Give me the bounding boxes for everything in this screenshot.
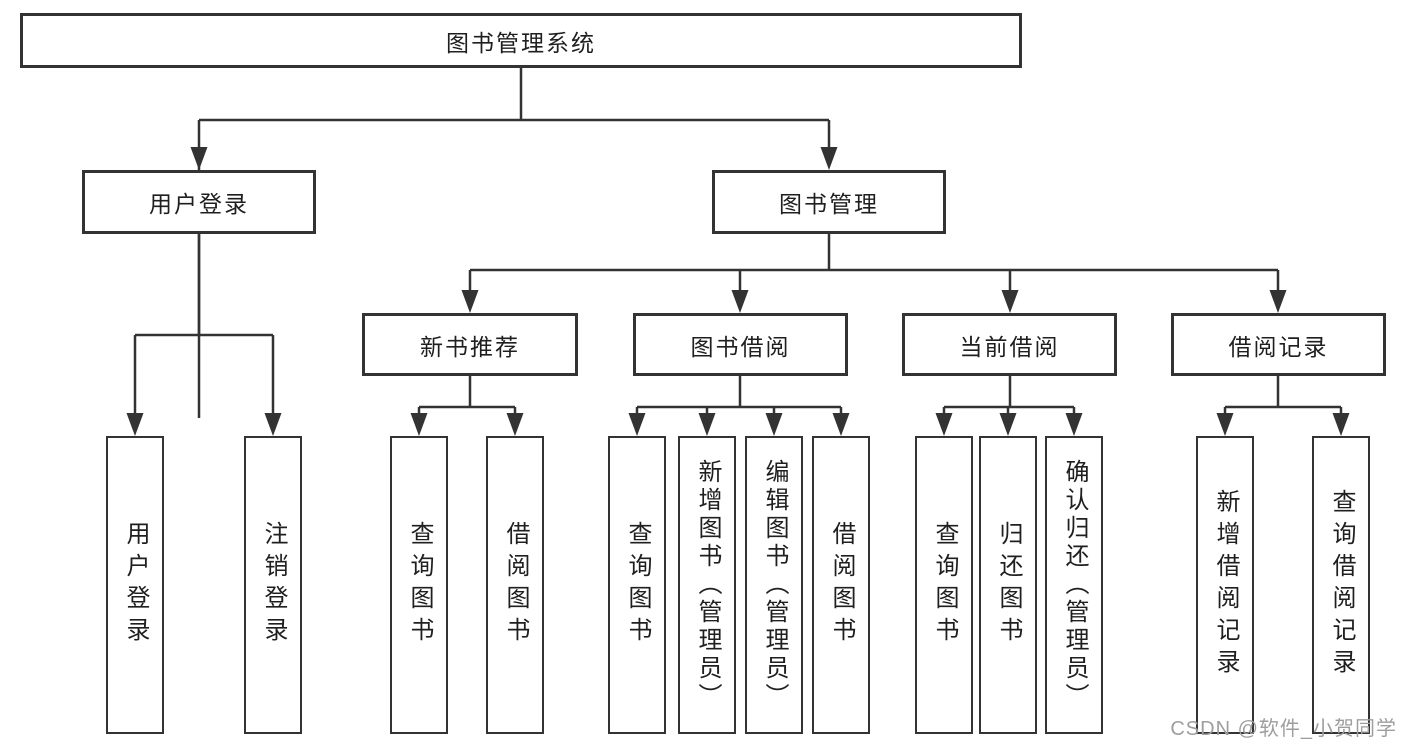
leaf-return-book: 归还图书 (979, 436, 1037, 734)
leaf-query-book-borrow: 查询图书 (608, 436, 666, 734)
connector-bookmgmt-to-level3 (461, 234, 1287, 313)
leaf-confirm-return-admin: 确认归还（管理员） (1045, 436, 1103, 734)
leaf-logout: 注销登录 (244, 436, 302, 734)
connector-bookborrow-to-leaves (628, 376, 850, 436)
connector-currentborrow-to-leaves (935, 376, 1083, 436)
leaf-borrow-book-recommend: 借阅图书 (486, 436, 544, 734)
leaf-query-book-recommend: 查询图书 (390, 436, 448, 734)
connector-borrowrecord-to-leaves (1216, 376, 1350, 436)
node-user-login: 用户登录 (82, 170, 316, 234)
leaf-user-login: 用户登录 (106, 436, 164, 734)
leaf-edit-book-admin: 编辑图书（管理员） (745, 436, 803, 734)
connector-newbook-to-leaves (410, 376, 524, 436)
leaf-add-borrow-record: 新增借阅记录 (1196, 436, 1254, 734)
node-borrow-record: 借阅记录 (1171, 313, 1386, 376)
connector-userlogin-to-leaves (126, 234, 282, 436)
node-root: 图书管理系统 (20, 13, 1022, 68)
connector-root-to-level2 (190, 68, 838, 418)
node-current-borrow: 当前借阅 (902, 313, 1117, 376)
csdn-watermark: CSDN @软件_小贺同学 (1170, 718, 1397, 740)
node-book-borrow: 图书借阅 (633, 313, 848, 376)
leaf-query-borrow-record: 查询借阅记录 (1312, 436, 1370, 734)
leaf-query-book-current: 查询图书 (915, 436, 973, 734)
leaf-borrow-book: 借阅图书 (812, 436, 870, 734)
leaf-add-book-admin: 新增图书（管理员） (678, 436, 736, 734)
node-book-management: 图书管理 (712, 170, 946, 234)
node-new-book-recommend: 新书推荐 (362, 313, 578, 376)
